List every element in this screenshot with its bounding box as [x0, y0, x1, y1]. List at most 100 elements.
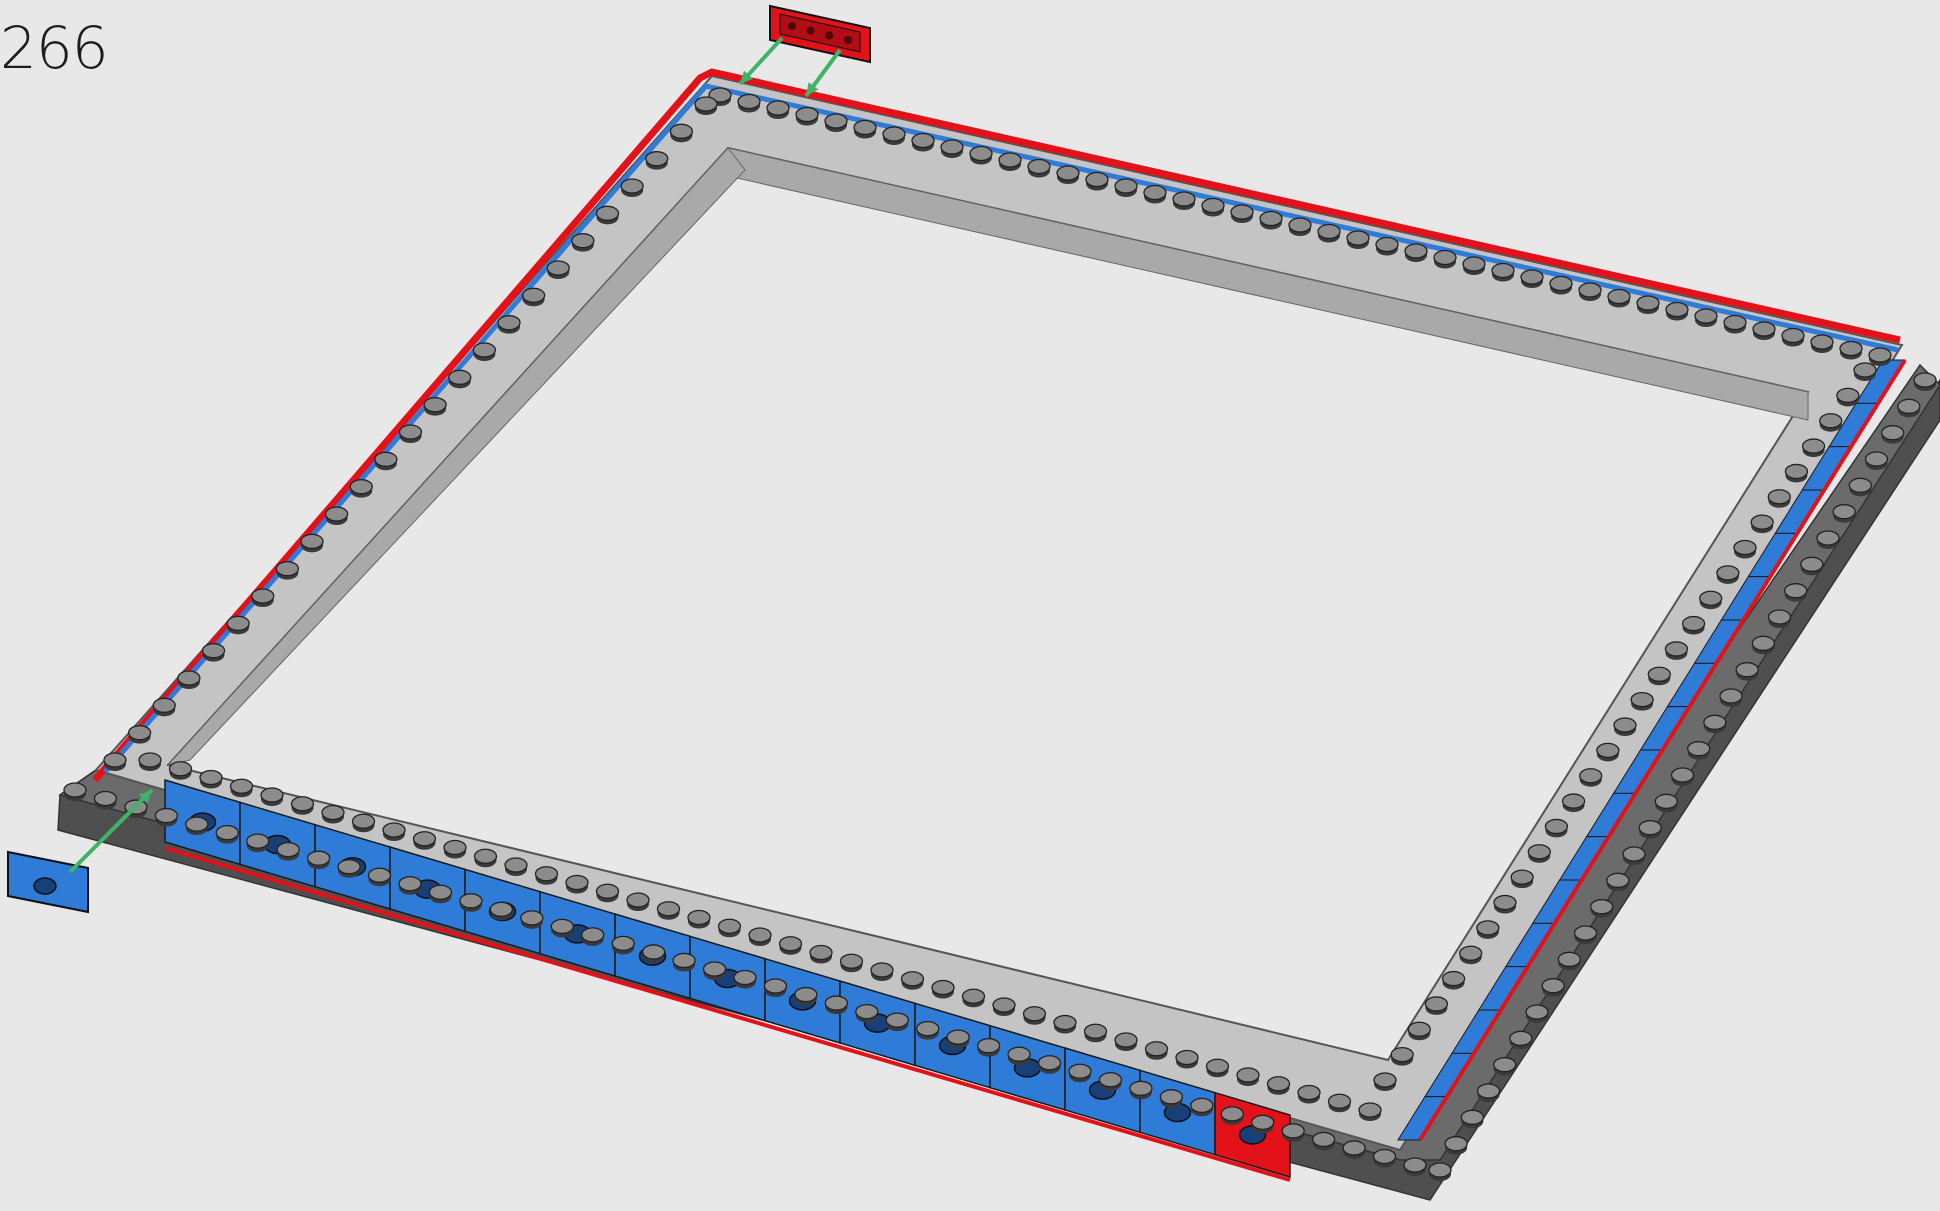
stud-base-front [673, 953, 695, 967]
stud-front [139, 753, 161, 767]
stud-back [1144, 186, 1166, 200]
stud-back [1869, 348, 1891, 362]
stud-front [353, 814, 375, 828]
stud-base-front [1374, 1149, 1396, 1163]
stud-front [658, 902, 680, 916]
stud-left [424, 398, 446, 412]
stud-base-right [1866, 452, 1888, 466]
stud-right [1820, 414, 1842, 428]
stud-back [1840, 342, 1862, 356]
stud-right [1477, 921, 1499, 935]
stud-front [932, 981, 954, 995]
stud-front [231, 779, 253, 793]
stud-base-front [1191, 1098, 1213, 1112]
red-tile-icon [770, 6, 870, 62]
stud-front [902, 972, 924, 986]
stud-front [566, 876, 588, 890]
stud-base-front [643, 945, 665, 959]
stud-back [1695, 309, 1717, 323]
stud-base-right [1720, 689, 1742, 703]
stud-base-front [1069, 1064, 1091, 1078]
red-tile-hole [807, 27, 815, 35]
red-right-edge [1420, 360, 1905, 1140]
stud-left [400, 425, 422, 439]
stud-back [1550, 277, 1572, 291]
stud-left [670, 124, 692, 138]
stud-left [572, 234, 594, 248]
stud-base-front [582, 928, 604, 942]
stud-base-right [1769, 610, 1791, 624]
stud-right [1854, 363, 1876, 377]
stud-base-front [734, 971, 756, 985]
stud-front [1024, 1007, 1046, 1021]
stud-back [1231, 205, 1253, 219]
stud-base-right [1591, 900, 1613, 914]
red-tile-hole [844, 36, 852, 44]
stud-right [1545, 819, 1567, 833]
stud-front [322, 806, 344, 820]
stud-front [749, 928, 771, 942]
stud-front [505, 858, 527, 872]
stud-base-right [1461, 1110, 1483, 1124]
stud-front [444, 841, 466, 855]
stud-back [1521, 270, 1543, 284]
stud-front [170, 762, 192, 776]
stud-base-right [1882, 426, 1904, 440]
stud-front [688, 911, 710, 925]
stud-base-right [1672, 768, 1694, 782]
stud-right [1648, 667, 1670, 681]
stud-back [1202, 199, 1224, 213]
stud-base-right [1623, 847, 1645, 861]
stud-base-right [1478, 1084, 1500, 1098]
stud-back [825, 114, 847, 128]
stud-base-front [521, 911, 543, 925]
stud-base-front [1008, 1047, 1030, 1061]
stud-base-right [1575, 926, 1597, 940]
stud-left [498, 316, 520, 330]
stud-base-front [1039, 1056, 1061, 1070]
stud-base-right [1914, 373, 1936, 387]
stud-right [1614, 718, 1636, 732]
stud-back [1347, 231, 1369, 245]
stud-back [1492, 264, 1514, 278]
stud-base-right [1655, 794, 1677, 808]
stud-front [1298, 1086, 1320, 1100]
stud-front [200, 771, 222, 785]
stud-base-right [1736, 663, 1758, 677]
stud-back [1811, 335, 1833, 349]
stud-base-front [551, 919, 573, 933]
stud-base-front [917, 1022, 939, 1036]
stud-front [810, 946, 832, 960]
stud-front [719, 919, 741, 933]
stud-base-right [1607, 873, 1629, 887]
stud-base-front [1252, 1115, 1274, 1129]
stud-base-front [856, 1005, 878, 1019]
stud-front [292, 797, 314, 811]
stud-base-front [369, 868, 391, 882]
stud-right [1717, 566, 1739, 580]
stud-front [414, 832, 436, 846]
stud-left [350, 480, 372, 494]
stud-left [473, 343, 495, 357]
stud-back [854, 121, 876, 135]
red-tile-hole [788, 22, 796, 30]
stud-back [941, 140, 963, 154]
stud-base-front [247, 834, 269, 848]
stud-front [1176, 1051, 1198, 1065]
stud-base-right [1688, 742, 1710, 756]
stud-right [1631, 693, 1653, 707]
stud-back [1260, 212, 1282, 226]
stud-right [1425, 997, 1447, 1011]
stud-front [1237, 1068, 1259, 1082]
stud-base-right [1833, 505, 1855, 519]
stud-base-front [1404, 1158, 1426, 1172]
stud-left [276, 562, 298, 576]
stud-back [1028, 160, 1050, 174]
stud-base-front [460, 894, 482, 908]
stud-left [523, 288, 545, 302]
stud-right [1785, 464, 1807, 478]
stud-front [1054, 1016, 1076, 1030]
stud-front [1207, 1059, 1229, 1073]
stud-base-front [216, 826, 238, 840]
stud-base-front [1282, 1124, 1304, 1138]
